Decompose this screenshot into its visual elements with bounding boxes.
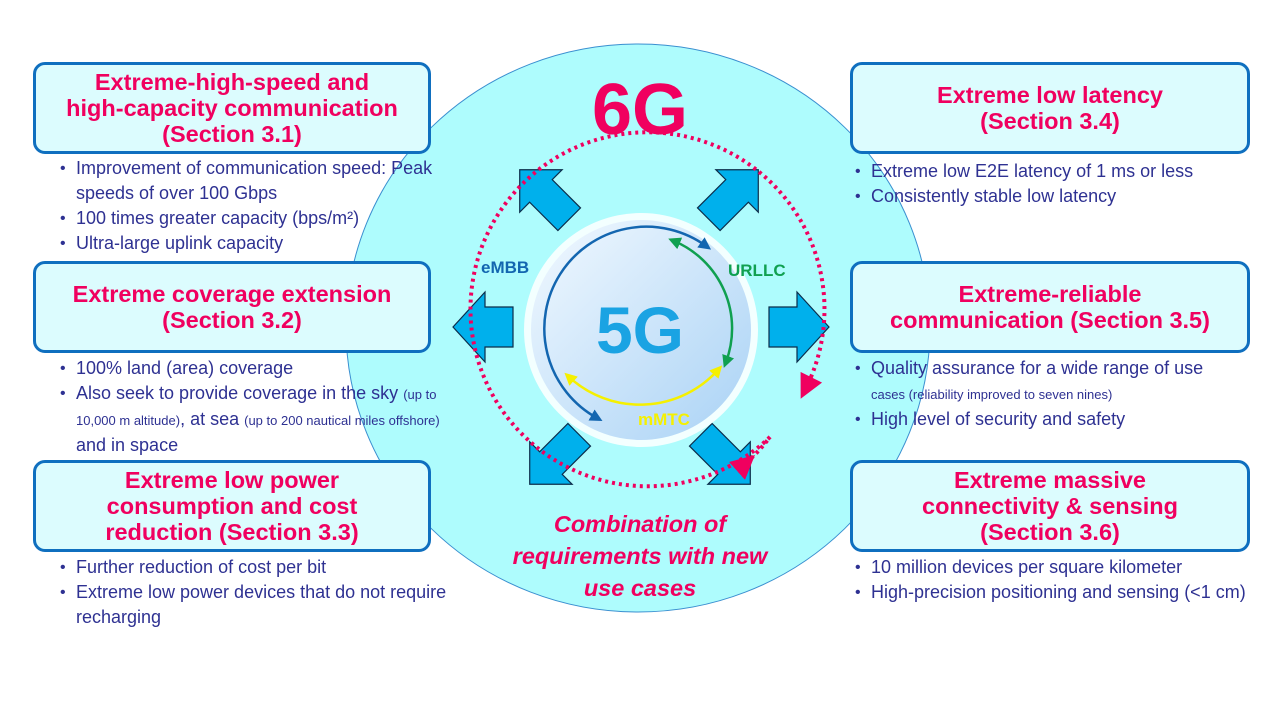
bullet-list-3-1: Improvement of communication speed: Peak… <box>60 156 455 256</box>
bullet-item: Also seek to provide coverage in the sky… <box>60 381 460 458</box>
bullet-item: Extreme low power devices that do not re… <box>60 580 455 630</box>
bullet-item: Extreme low E2E latency of 1 ms or less <box>855 159 1265 184</box>
bullet-list-3-2: 100% land (area) coverage Also seek to p… <box>60 356 460 458</box>
arrow-upper-right-icon <box>696 169 759 232</box>
requirement-title: Extreme-high-speed and high-capacity com… <box>66 69 398 147</box>
urllc-arrow <box>668 237 735 368</box>
requirement-box-3-6: Extreme massive connectivity & sensing (… <box>850 460 1250 552</box>
bullet-item: 10 million devices per square kilometer <box>855 555 1255 580</box>
bullet-item: Further reduction of cost per bit <box>60 555 455 580</box>
bullet-list-3-3: Further reduction of cost per bit Extrem… <box>60 555 455 630</box>
bullet-list-3-5: Quality assurance for a wide range of us… <box>855 356 1235 432</box>
dotted-pink-ring <box>468 130 827 489</box>
bullet-item: 100 times greater capacity (bps/m²) <box>60 206 455 231</box>
bullet-item: Quality assurance for a wide range of us… <box>855 356 1235 407</box>
bullet-list-3-6: 10 million devices per square kilometer … <box>855 555 1255 605</box>
requirement-title: Extreme coverage extension (Section 3.2) <box>72 281 392 333</box>
bullet-item: 100% land (area) coverage <box>60 356 460 381</box>
arrow-right-icon <box>768 290 830 364</box>
requirement-title: Extreme massive connectivity & sensing (… <box>922 467 1178 545</box>
requirement-box-3-2: Extreme coverage extension (Section 3.2) <box>33 261 431 353</box>
bullet-list-3-4: Extreme low E2E latency of 1 ms or less … <box>855 159 1265 209</box>
arrow-left-icon <box>452 290 514 364</box>
requirement-box-3-1: Extreme-high-speed and high-capacity com… <box>33 62 431 154</box>
combination-caption: Combination of requirements with new use… <box>512 511 768 601</box>
requirement-box-3-5: Extreme-reliable communication (Section … <box>850 261 1250 353</box>
mmtc-arrow <box>564 365 723 406</box>
embb-arrow <box>543 225 712 422</box>
bullet-item: Improvement of communication speed: Peak… <box>60 156 455 206</box>
urllc-label: URLLC <box>728 261 786 280</box>
bullet-item: High level of security and safety <box>855 407 1235 432</box>
bullet-item: Ultra-large uplink capacity <box>60 231 455 256</box>
requirement-title: Extreme low latency (Section 3.4) <box>937 82 1163 134</box>
bullet-item: Consistently stable low latency <box>855 184 1265 209</box>
6g-label: 6G <box>591 70 689 150</box>
5g-label: 5G <box>595 293 685 367</box>
requirement-title: Extreme-reliable communication (Section … <box>890 281 1210 333</box>
requirement-title: Extreme low power consumption and cost r… <box>105 467 359 545</box>
arrow-upper-left-icon <box>519 169 582 232</box>
embb-label: eMBB <box>481 258 530 277</box>
requirement-box-3-4: Extreme low latency (Section 3.4) <box>850 62 1250 154</box>
bullet-item: High-precision positioning and sensing (… <box>855 580 1255 605</box>
requirement-box-3-3: Extreme low power consumption and cost r… <box>33 460 431 552</box>
mmtc-label: mMTC <box>638 410 690 429</box>
